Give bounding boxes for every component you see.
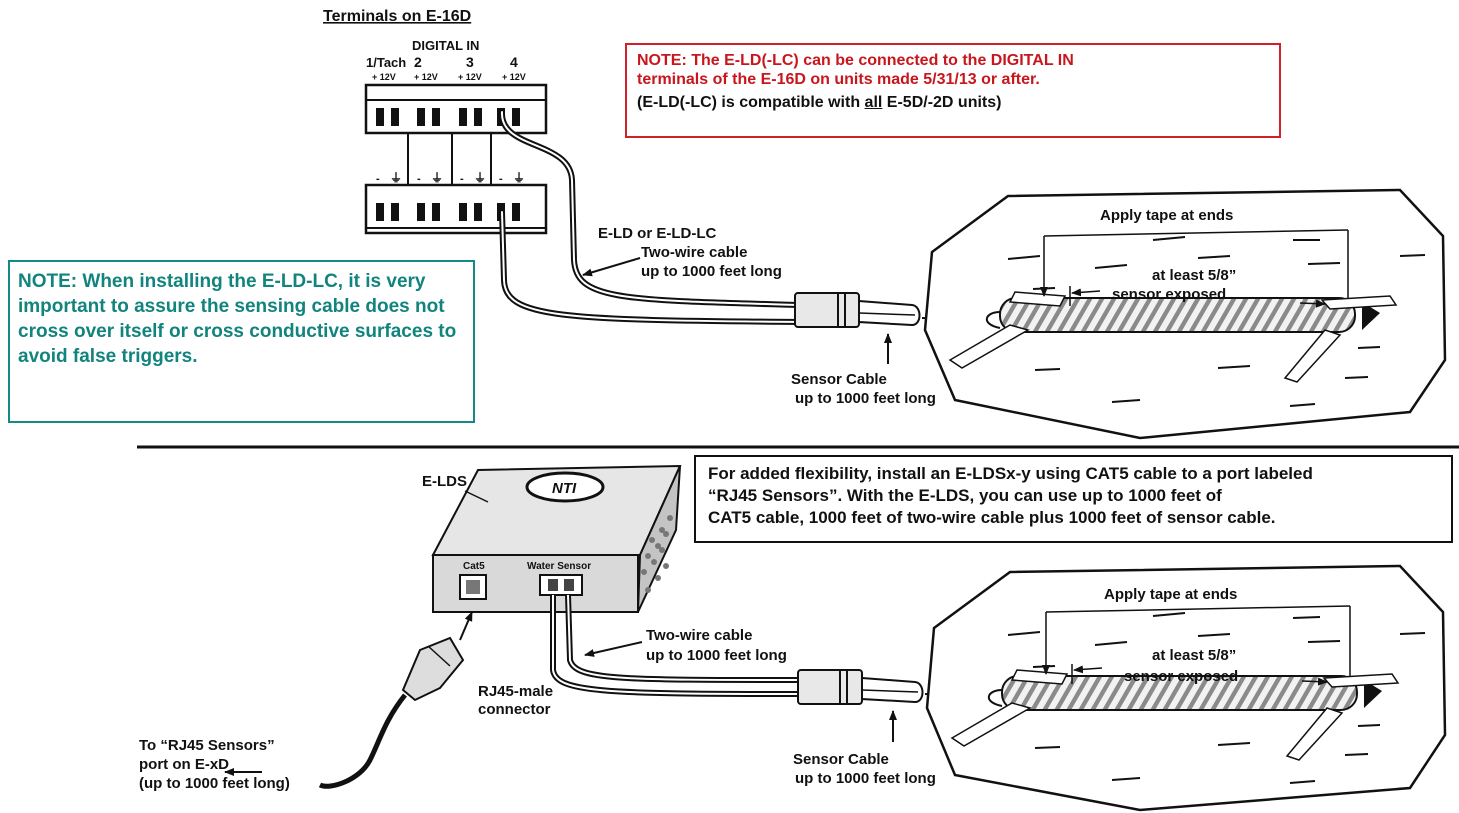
svg-text:⏚: ⏚ (390, 171, 402, 185)
terminal-block-lower (364, 183, 548, 235)
cable-label-line2: Two-wire cable (641, 244, 747, 261)
to-port-label-3: (up to 1000 feet long) (139, 775, 290, 792)
port-label-cat5: Cat5 (463, 561, 485, 572)
rj45-pointer-arrow (459, 611, 473, 641)
floor-area-top (923, 188, 1447, 440)
polarity-label-2: + 12V (414, 72, 438, 82)
polarity-labels-lower: - ⏚ - ⏚ - ⏚ - ⏚ (376, 171, 525, 185)
e-lds-device: NTI (431, 464, 682, 613)
port-label-water: Water Sensor (527, 561, 591, 572)
note-flexibility: For added flexibility, install an E-LDSx… (694, 455, 1453, 543)
polarity-label-4: + 12V (502, 72, 526, 82)
cable-pointer-arrow (582, 257, 641, 277)
polarity-label-3: + 12V (458, 72, 482, 82)
device-pointer (464, 490, 489, 503)
svg-text:⏚: ⏚ (474, 171, 486, 185)
svg-text:-: - (417, 173, 421, 185)
terminal-label-1: 1/Tach (366, 55, 406, 70)
note-black-line3: CAT5 cable, 1000 feet of two-wire cable … (708, 508, 1276, 527)
two-wire-cable-top (498, 109, 803, 325)
floor-area-bottom (925, 564, 1447, 812)
exposed-label-top-2: sensor exposed (1112, 286, 1226, 303)
svg-text:-: - (376, 173, 380, 185)
note-black-line1: For added flexibility, install an E-LDSx… (708, 464, 1313, 483)
sensor-cable-label-line1: Sensor Cable (791, 371, 887, 388)
svg-text:-: - (460, 173, 464, 185)
device-logo: NTI (552, 480, 577, 497)
digital-in-label: DIGITAL IN (412, 38, 479, 53)
note-compatibility: NOTE: The E-LD(-LC) can be connected to … (625, 43, 1281, 138)
exposed-label-top-1: at least 5/8” (1152, 267, 1236, 284)
terminal-label-3: 3 (466, 54, 474, 70)
sensor-cable-bottom-1: Sensor Cable (793, 751, 889, 768)
terminal-label-2: 2 (414, 54, 422, 70)
to-port-label-2: port on E-xD (139, 756, 229, 773)
note-red-line1: NOTE: The E-LD(-LC) can be connected to … (637, 52, 1074, 69)
rj45-label-line2: connector (478, 701, 551, 718)
note-red-line2: terminals of the E-16D on units made 5/3… (637, 71, 1040, 88)
cable-label-line3: up to 1000 feet long (641, 263, 782, 280)
note-teal-text: NOTE: When installing the E-LD-LC, it is… (18, 271, 457, 367)
exposed-label-bottom-2: sensor exposed (1124, 668, 1238, 685)
note-installation-warning: NOTE: When installing the E-LD-LC, it is… (8, 260, 475, 423)
device-label: E-LDS (422, 473, 467, 490)
jumper-wires (407, 133, 492, 185)
sensor-cable-bottom-2: up to 1000 feet long (795, 770, 936, 787)
rj45-label-line1: RJ45-male (478, 683, 553, 700)
tape-label-top: Apply tape at ends (1100, 207, 1233, 224)
cable-label-bottom-2: up to 1000 feet long (646, 647, 787, 664)
svg-text:-: - (499, 173, 503, 185)
note-black-line2: “RJ45 Sensors”. With the E-LDS, you can … (708, 486, 1222, 505)
terminals-title: Terminals on E-16D (323, 8, 471, 25)
note-red-line3: (E-LD(-LC) is compatible with all E-5D/-… (637, 94, 1002, 111)
cable-label-line1: E-LD or E-LD-LC (598, 225, 716, 242)
terminal-block-upper (364, 83, 548, 135)
exposed-label-bottom-1: at least 5/8” (1152, 647, 1236, 664)
polarity-label-1: + 12V (372, 72, 396, 82)
tape-label-bottom: Apply tape at ends (1104, 586, 1237, 603)
cable-pointer-arrow-bottom (584, 641, 643, 657)
rj45-connector (318, 636, 465, 789)
svg-text:⏚: ⏚ (513, 171, 525, 185)
sensor-cable-label-line2: up to 1000 feet long (795, 390, 936, 407)
two-wire-cable-bottom (550, 594, 801, 697)
cable-connector-bottom (797, 669, 924, 705)
terminal-label-4: 4 (510, 54, 518, 70)
svg-text:⏚: ⏚ (431, 171, 443, 185)
cable-connector-top (794, 292, 921, 328)
to-port-label-1: To “RJ45 Sensors” (139, 737, 275, 754)
cable-label-bottom-1: Two-wire cable (646, 627, 752, 644)
